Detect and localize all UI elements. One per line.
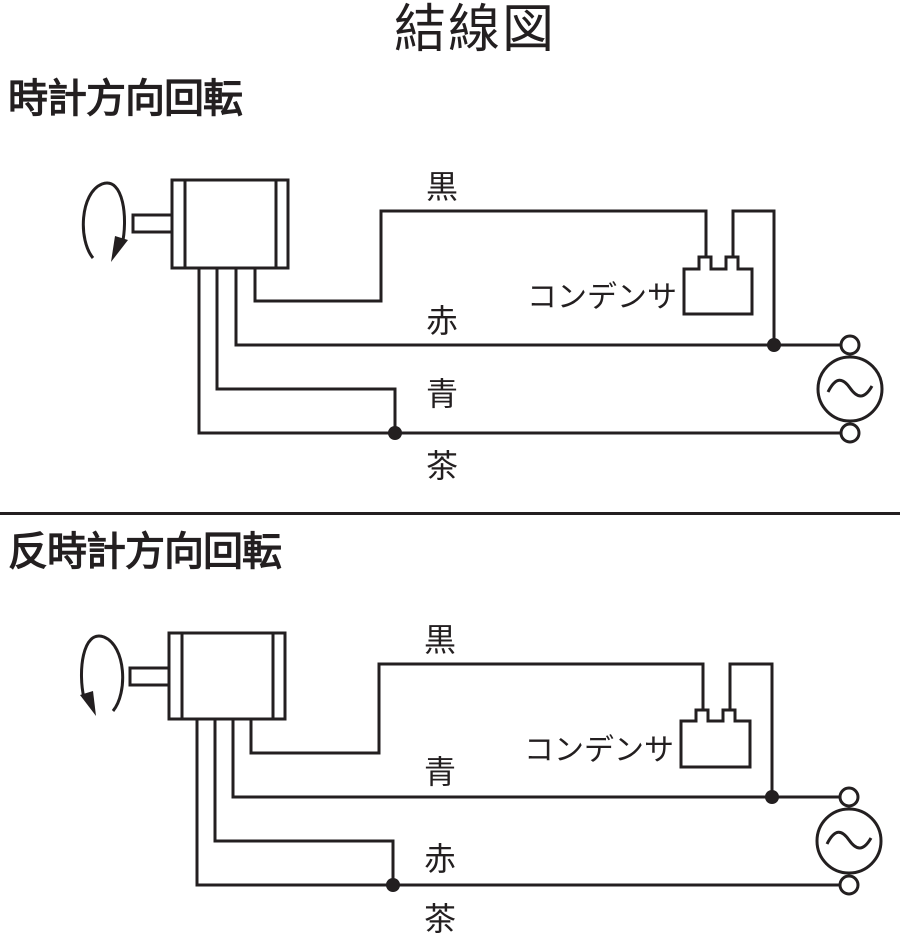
wire-red [213, 719, 395, 885]
wire-label-top: 黒 [426, 168, 458, 206]
page-title-text: 結線図 [393, 0, 556, 60]
wire-brown [197, 268, 842, 435]
rotation-arrow-icon [80, 634, 125, 716]
wire-brown [195, 719, 840, 887]
motor-icon [128, 631, 287, 721]
section-heading-counterclockwise: 反時計方向回転 [8, 529, 282, 575]
wire-label-bottom: 茶 [426, 447, 458, 485]
wire-label-third: 赤 [424, 840, 456, 878]
junction-dot-icon [767, 338, 781, 352]
wire-label-second: 赤 [426, 302, 458, 340]
diagram-clockwise: 黒 赤 青 茶 コンデンサ [81, 168, 884, 485]
diagram-counterclockwise: 黒 青 赤 茶 コンデンサ [80, 621, 883, 938]
capacitor-label: コンデンサ [524, 733, 674, 768]
junction-dot-icon [765, 790, 779, 804]
capacitor-label: コンデンサ [527, 280, 677, 315]
rotation-arrow-icon [81, 181, 128, 262]
wire-red [234, 268, 842, 347]
wire-label-bottom: 茶 [424, 900, 456, 938]
capacitor-icon [679, 708, 752, 769]
page-title: 結線図 [0, 0, 900, 60]
wire-label-top: 黒 [424, 621, 456, 659]
section-divider [0, 512, 900, 515]
wire-label-third: 青 [426, 375, 458, 413]
wire-capacitor-to-line [731, 209, 776, 345]
wire-black [253, 209, 708, 303]
wire-capacitor-to-line [728, 662, 774, 797]
junction-dot-icon [386, 878, 400, 892]
motor-icon [131, 178, 290, 270]
wire-blue [231, 719, 840, 799]
wire-black [249, 662, 705, 755]
wire-label-second: 青 [424, 753, 456, 791]
section-heading-clockwise: 時計方向回転 [8, 76, 243, 122]
wire-blue [215, 268, 397, 433]
capacitor-icon [682, 255, 754, 316]
ac-power-source-icon [815, 786, 883, 896]
junction-dot-icon [388, 426, 402, 440]
ac-power-source-icon [816, 334, 884, 444]
